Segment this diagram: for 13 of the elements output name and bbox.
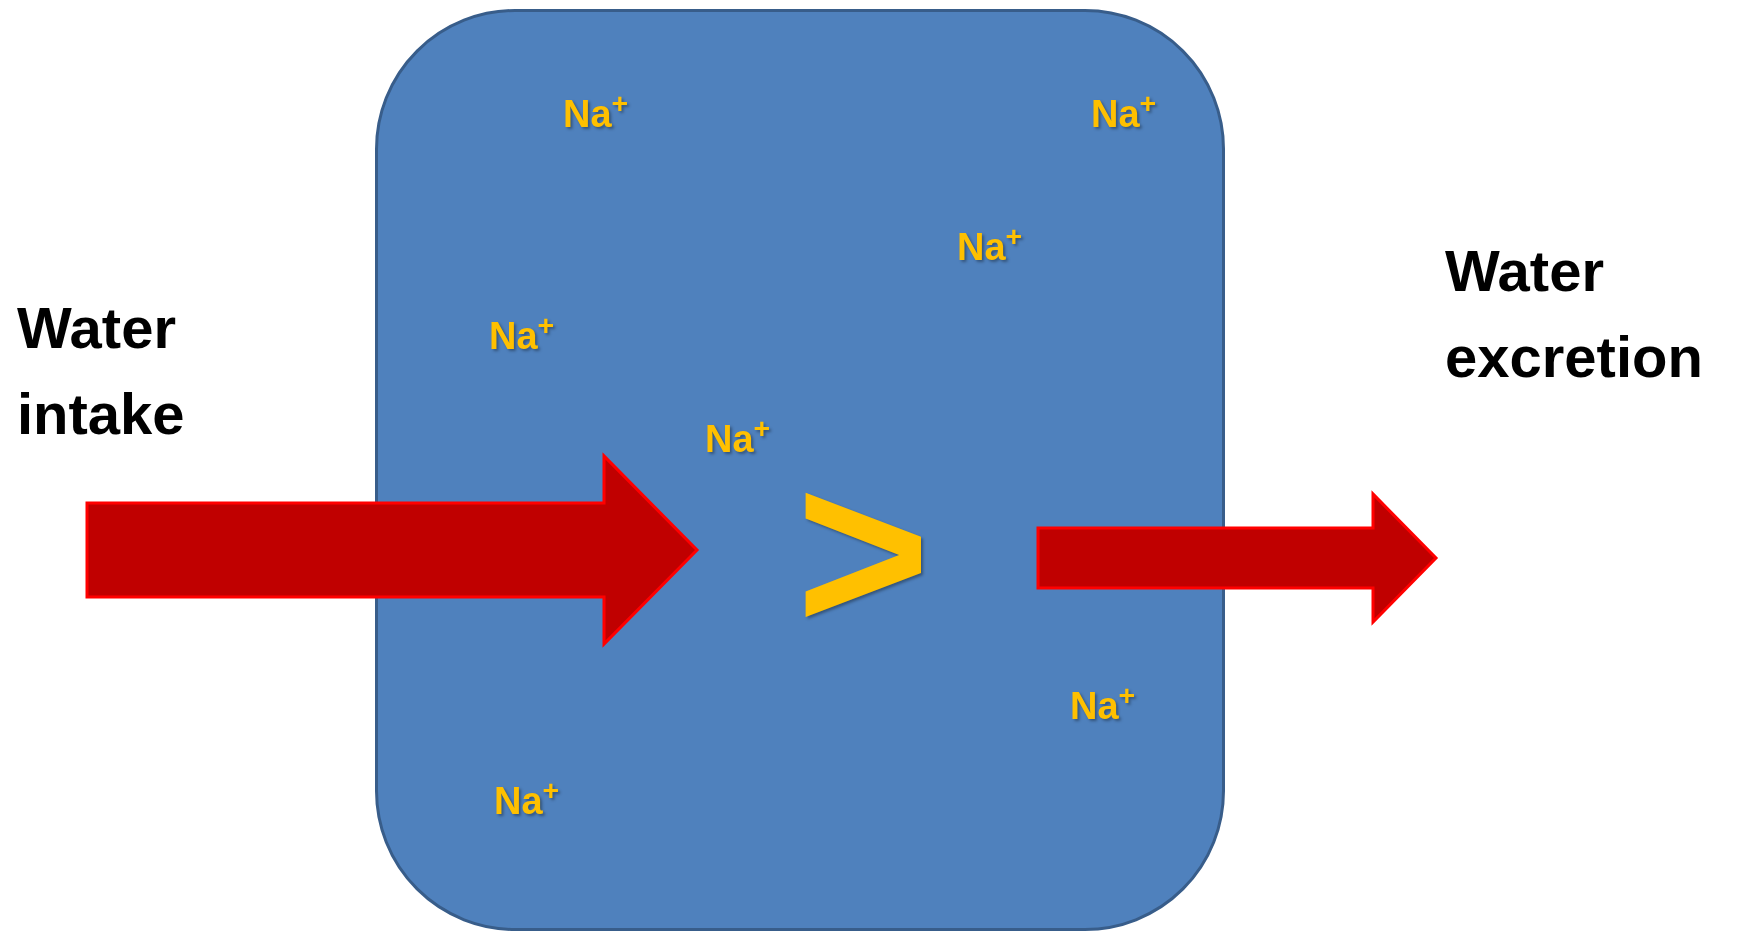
ion-label: Na$^{+}$ bbox=[957, 228, 1023, 266]
ion-label: Na$^{+}$ bbox=[489, 317, 555, 355]
ion-label: Na$^{+}$ bbox=[563, 95, 629, 133]
ion-label: Na$^{+}$ bbox=[1091, 95, 1157, 133]
block-arrow bbox=[1036, 490, 1439, 626]
block-arrow bbox=[85, 452, 700, 648]
ion-label: Na$^{+}$ bbox=[494, 782, 560, 820]
ion-label: Na$^{+}$ bbox=[705, 420, 771, 458]
node-label: Water excretion bbox=[1445, 237, 1704, 391]
node-label: Water intake bbox=[17, 294, 186, 448]
rounded-box bbox=[375, 9, 1225, 931]
greater-than-sign: > bbox=[796, 437, 931, 667]
ion-label: Na$^{+}$ bbox=[1070, 687, 1136, 725]
